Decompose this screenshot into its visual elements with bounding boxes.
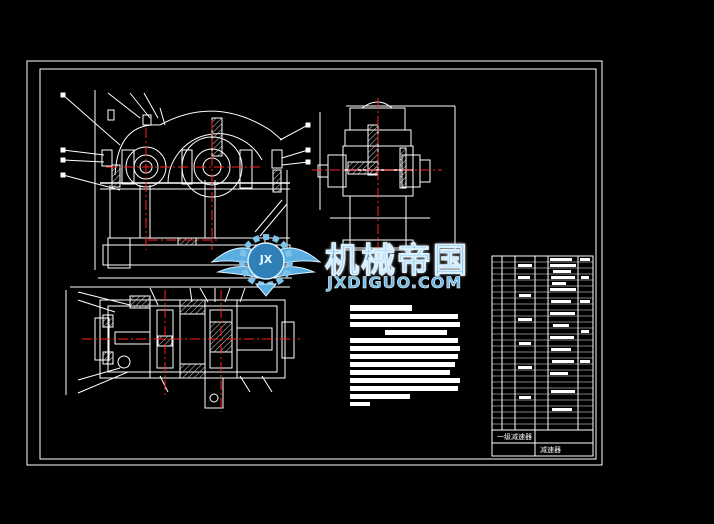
top-view [65,286,295,409]
parts-list-rows [492,261,593,425]
top-view-centerlines [82,290,300,412]
front-view-centerlines [106,120,260,250]
watermark-logo-text: JX [259,253,273,266]
watermark-logo-graphic [210,234,322,297]
sheet-outer-border [26,60,603,466]
sheet-inner-border [39,68,597,460]
parts-list-text-fills [518,258,590,411]
title-block-left-label: 一级减速器 [497,433,532,441]
side-view [317,101,456,251]
technical-notes [350,305,460,406]
watermark-url: JXDIGUO.COM [327,273,463,293]
title-block-right-label: 减速器 [540,446,561,454]
parts-list [491,255,594,457]
side-view-centerlines [312,98,442,250]
watermark-title-cn: 机械帝国 [325,241,469,282]
